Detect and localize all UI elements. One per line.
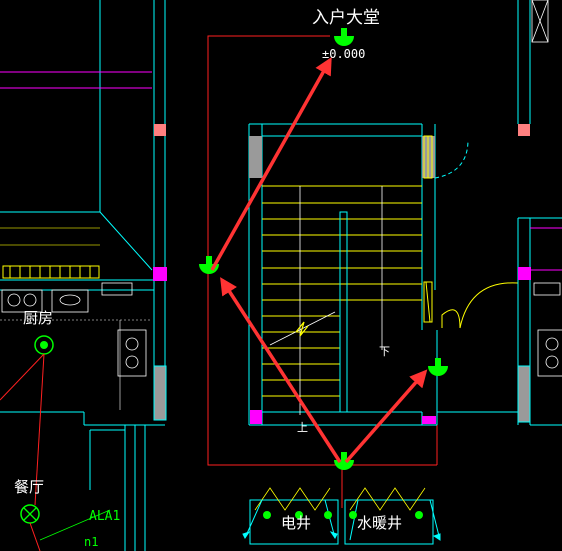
entry-door [441,282,519,330]
left-unit-walls [0,0,166,551]
stair-up-label: 上 [297,421,308,434]
door-frame [423,135,469,323]
kitchen-ceiling-light-icon [34,335,54,355]
elevation-label: ±0.000 [322,47,366,61]
right-stove [533,282,562,377]
stair-columns [249,136,436,424]
dining-ceiling-light-icon [20,504,40,524]
kitchen-sink [1,282,133,313]
stair-well-opening [339,211,348,413]
kitchen-counter [2,265,100,279]
panel-label: ALA1 [89,509,121,524]
right-unit-magenta-lines [530,227,562,271]
electrical-shaft-label: 电井 [281,514,312,532]
right-unit-columns [517,0,549,423]
stair-down-label: 下 [379,345,390,358]
shaft-enclosures [249,499,434,545]
lobby-label: 入户大堂 [312,8,380,28]
circuit-label: n1 [84,535,99,549]
panel-feed-line [39,509,111,541]
water-shaft-label: 水暖井 [357,514,403,532]
left-unit-yellow-lines [0,227,100,246]
stair-break-symbol [295,321,309,337]
left-wiring [0,353,45,551]
lobby-pendant-light-icon [334,28,354,46]
right-unit-walls [436,0,562,426]
shaft-yellow-triangles [254,487,426,511]
dining-label: 餐厅 [14,478,45,496]
hall-pendant-light-icon [428,358,448,376]
left-stove [117,329,147,377]
left-unit-columns [153,124,167,421]
shaft-green-dots [263,511,423,519]
kitchen-label: 厨房 [23,309,54,327]
left-unit-magenta-lines [0,71,152,89]
stair-treads [262,185,422,397]
shaft-pipe-arrows [242,499,441,541]
red-arrow-icon [210,56,428,464]
